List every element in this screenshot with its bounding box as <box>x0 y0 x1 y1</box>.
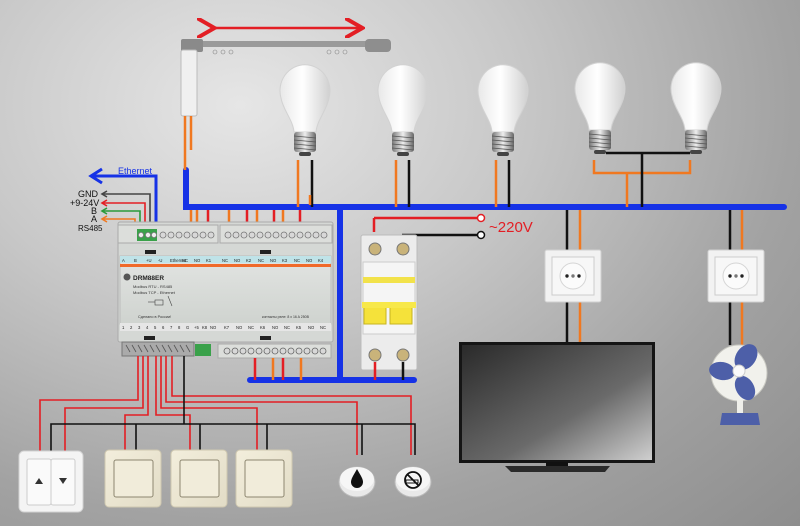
terminal-label-bottom-right-0: K7 <box>224 325 230 330</box>
curtain-rail <box>202 41 388 47</box>
terminal-label-top-right-2: K2 <box>246 258 252 263</box>
phase-terminal <box>476 213 486 223</box>
terminal-label-top-right-7: NO <box>306 258 313 263</box>
terminal-label-top-left-4: Ethernet <box>170 258 187 263</box>
terminal-label-top-left-6: NO <box>194 258 201 263</box>
terminal-label-top-left-7: K1 <box>206 258 212 263</box>
terminal-label-top-left-1: B <box>134 258 137 263</box>
light-switch-3 <box>235 449 293 508</box>
b-label: B <box>91 206 97 216</box>
terminal-label-bottom-left-10: K8 <box>202 325 208 330</box>
terminal-label-top-right-3: NC <box>258 258 264 263</box>
up-arrow-icon <box>35 478 43 484</box>
terminal-label-top-left-2: +U <box>146 258 151 263</box>
down-arrow-icon <box>59 478 67 484</box>
module-rating: контакты реле: 8 x 16 A 250В <box>262 315 310 319</box>
terminal-label-top-left-3: -U <box>158 258 162 263</box>
tv-stand <box>505 466 610 472</box>
breaker-lever-1 <box>363 305 387 325</box>
lamp-4 <box>574 62 626 154</box>
terminal-label-top-right-1: NO <box>234 258 241 263</box>
terminal-label-top-right-8: K4 <box>318 258 324 263</box>
terminal-label-bottom-right-8: NC <box>320 325 326 330</box>
terminal-label-bottom-left-4: 5 <box>154 325 157 330</box>
ethernet-label: Ethernet <box>118 166 153 176</box>
terminal-label-top-left-5: NC <box>182 258 188 263</box>
socket-1 <box>544 249 602 303</box>
terminal-label-top-right-4: NO <box>270 258 277 263</box>
water-drop-icon <box>351 469 363 488</box>
module-line-rs485: Modbus RTU - RS485 <box>133 284 173 289</box>
terminal-label-bottom-right-3: K6 <box>260 325 266 330</box>
curtain-motor-body <box>180 49 198 117</box>
no-smoking-icon <box>404 471 422 489</box>
mains-voltage-label: ~220V <box>489 219 533 236</box>
light-switch-1 <box>104 449 162 508</box>
terminal-label-bottom-left-5: 6 <box>162 325 165 330</box>
water-leak-sensor <box>338 466 376 498</box>
lamp-3 <box>477 64 529 156</box>
neutral-terminal <box>476 230 486 240</box>
terminal-label-bottom-right-5: NC <box>284 325 290 330</box>
a-label: A <box>91 214 97 224</box>
terminal-label-top-right-5: K3 <box>282 258 288 263</box>
breaker-lever-2 <box>389 305 413 325</box>
terminal-label-bottom-right-1: NO <box>236 325 243 330</box>
light-switch-2 <box>170 449 228 508</box>
terminal-label-bottom-right-2: NC <box>248 325 254 330</box>
power-bus <box>183 167 787 383</box>
tv <box>459 342 655 472</box>
lamp-2 <box>377 64 429 156</box>
terminal-label-top-right-0: NC <box>222 258 228 263</box>
terminal-label-bottom-right-4: NO <box>272 325 279 330</box>
input-wires <box>39 356 416 460</box>
module-line-tcp: Modbus TCP - Ethernet <box>133 290 176 295</box>
terminal-label-bottom-left-3: 4 <box>146 325 149 330</box>
terminal-label-bottom-left-6: 7 <box>170 325 173 330</box>
terminal-label-bottom-left-7: 8 <box>178 325 181 330</box>
terminal-label-top-left-0: A <box>122 258 125 263</box>
power-label: +9-24V <box>70 198 99 208</box>
lamp-wires <box>183 116 692 207</box>
tv-screen <box>462 345 652 460</box>
module-bottom-wires <box>253 358 303 380</box>
curtain-switch <box>18 450 84 513</box>
lamp-5 <box>670 62 722 154</box>
terminal-label-bottom-left-2: 3 <box>138 325 141 330</box>
lamp-1 <box>279 64 331 156</box>
socket-2 <box>707 249 765 303</box>
terminal-label-bottom-left-9: +5 <box>194 325 199 330</box>
circuit-breaker <box>360 213 486 380</box>
terminal-label-bottom-left-11: NO <box>210 325 217 330</box>
terminal-label-bottom-left-1: 2 <box>130 325 133 330</box>
terminal-label-bottom-left-8: G <box>186 325 189 330</box>
terminal-label-top-right-6: NC <box>294 258 300 263</box>
fan <box>709 344 768 425</box>
gnd-label: GND <box>78 189 99 199</box>
terminal-label-bottom-right-6: K5 <box>296 325 302 330</box>
socket-wires <box>565 210 744 345</box>
curtain-motor <box>180 28 391 117</box>
module-model: DRM88ER <box>133 275 164 282</box>
module-made-in: Сделано в России! <box>138 315 171 319</box>
terminal-label-bottom-right-7: NO <box>308 325 315 330</box>
smoke-sensor <box>394 466 432 498</box>
terminal-label-bottom-left-0: 1 <box>122 325 125 330</box>
ethernet-line <box>88 167 158 228</box>
rs485-label: RS485 <box>78 224 103 233</box>
